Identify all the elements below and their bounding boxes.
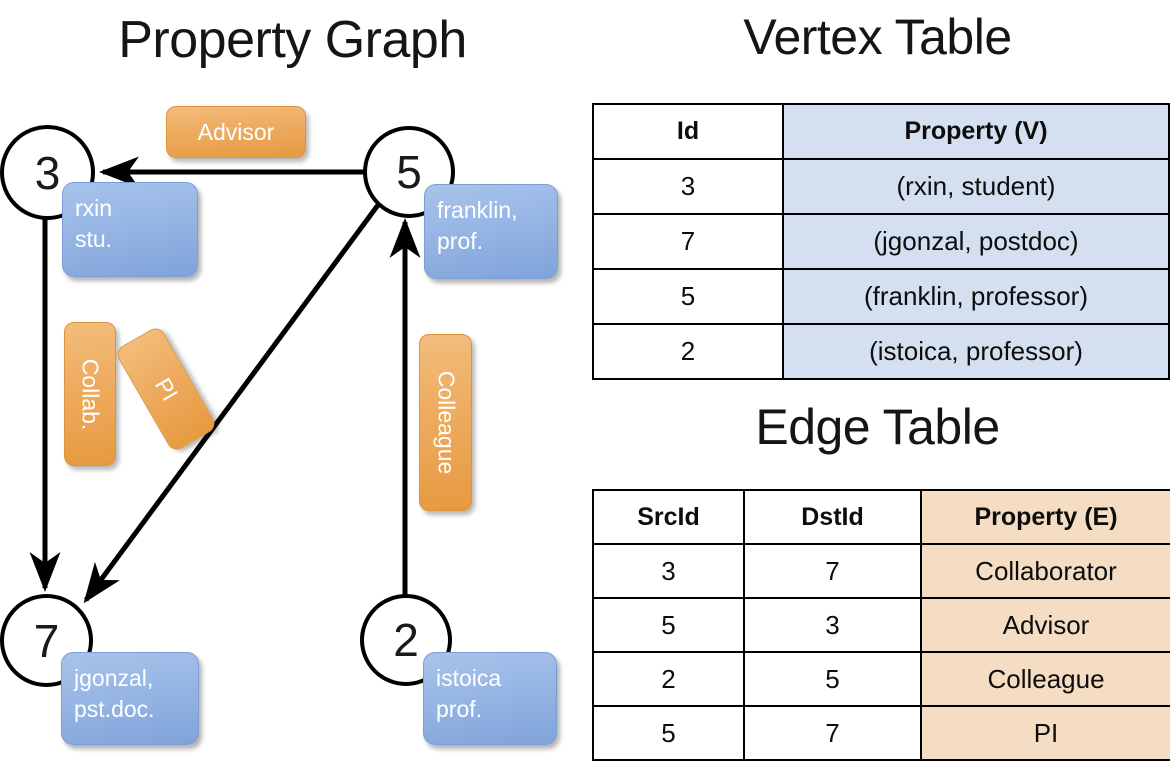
edge-row-2-dst: 5 xyxy=(743,651,922,707)
node-2[interactable]: 2 xyxy=(360,594,452,686)
edge-5-to-7 xyxy=(83,203,381,604)
vertex-row-3-property: (istoica, professor) xyxy=(782,323,1170,380)
node-3-id: 3 xyxy=(34,146,61,199)
table-row: 7 (jgonzal, postdoc) xyxy=(592,213,1170,270)
edge-row-3-src: 5 xyxy=(592,705,745,761)
table-row: 2 (istoica, professor) xyxy=(592,323,1170,380)
edge-row-1-dst: 3 xyxy=(743,597,922,653)
table-row: 5 (franklin, professor) xyxy=(592,268,1170,325)
node-7-property-line1: jgonzal, xyxy=(74,665,154,691)
vertex-table: Id Property (V) 3 (rxin, student) 7 (jgo… xyxy=(592,103,1170,380)
edge-row-1-src: 5 xyxy=(592,597,745,653)
table-row: 5 7 PI xyxy=(592,705,1170,761)
edge-label-colleague-text: Colleague xyxy=(433,370,459,475)
page-title-vertex-table: Vertex Table xyxy=(743,9,1012,65)
vertex-row-3-id: 2 xyxy=(592,323,784,380)
page-title-property-graph: Property Graph xyxy=(118,11,467,69)
node-2-id: 2 xyxy=(393,614,419,666)
node-5-property-box: franklin, prof. xyxy=(424,184,558,279)
edge-row-0-property: Collaborator xyxy=(920,543,1170,599)
node-3-property-box: rxin stu. xyxy=(62,182,198,277)
edge-label-advisor: Advisor xyxy=(166,106,306,158)
vertex-row-0-id: 3 xyxy=(592,158,784,215)
table-row: 2 5 Colleague xyxy=(592,651,1170,707)
edge-row-2-src: 2 xyxy=(592,651,745,707)
edge-row-3-dst: 7 xyxy=(743,705,922,761)
node-3-property-line1: rxin xyxy=(75,195,113,221)
node-2-property-box: istoica prof. xyxy=(423,652,557,745)
vertex-table-col-property: Property (V) xyxy=(782,103,1170,160)
node-2-property-line2: prof. xyxy=(436,696,483,723)
page-title-edge-table: Edge Table xyxy=(755,399,1000,455)
node-7-property-line2: pst.doc. xyxy=(74,696,155,723)
node-7-property-box: jgonzal, pst.doc. xyxy=(61,652,199,745)
vertex-row-2-id: 5 xyxy=(592,268,784,325)
node-7-id: 7 xyxy=(33,614,60,667)
node-2-property-line1: istoica xyxy=(436,665,502,691)
vertex-row-1-property: (jgonzal, postdoc) xyxy=(782,213,1170,270)
node-5-property-line1: franklin, xyxy=(437,197,518,223)
edge-label-advisor-text: Advisor xyxy=(197,118,275,145)
vertex-row-0-property: (rxin, student) xyxy=(782,158,1170,215)
node-5[interactable]: 5 xyxy=(363,126,455,218)
edge-table-col-srcid: SrcId xyxy=(592,489,745,545)
vertex-row-2-property: (franklin, professor) xyxy=(782,268,1170,325)
edge-label-pi-text: PI xyxy=(149,372,184,405)
edge-label-colleague: Colleague xyxy=(419,334,472,511)
vertex-table-col-id: Id xyxy=(592,103,784,160)
edge-label-collab-text: Collab. xyxy=(77,358,104,430)
node-5-property-line2: prof. xyxy=(437,228,484,255)
edge-table: SrcId DstId Property (E) 3 7 Collaborato… xyxy=(592,489,1170,761)
table-row: 5 3 Advisor xyxy=(592,597,1170,653)
node-5-id: 5 xyxy=(396,146,422,198)
edge-row-0-dst: 7 xyxy=(743,543,922,599)
edge-row-3-property: PI xyxy=(920,705,1170,761)
edge-label-collab: Collab. xyxy=(64,322,116,466)
edge-table-col-property: Property (E) xyxy=(920,489,1170,545)
edge-row-0-src: 3 xyxy=(592,543,745,599)
vertex-row-1-id: 7 xyxy=(592,213,784,270)
table-row: 3 7 Collaborator xyxy=(592,543,1170,599)
vertex-table-header-row: Id Property (V) xyxy=(592,103,1170,160)
node-3-property-line2: stu. xyxy=(75,226,113,253)
edge-table-col-dstid: DstId xyxy=(743,489,922,545)
table-row: 3 (rxin, student) xyxy=(592,158,1170,215)
edge-row-2-property: Colleague xyxy=(920,651,1170,707)
graph-edges-layer xyxy=(29,156,421,604)
property-graph-panel: Property Graph Advisor Collab. PI Collea… xyxy=(0,0,585,760)
edge-row-1-property: Advisor xyxy=(920,597,1170,653)
edge-table-header-row: SrcId DstId Property (E) xyxy=(592,489,1170,545)
